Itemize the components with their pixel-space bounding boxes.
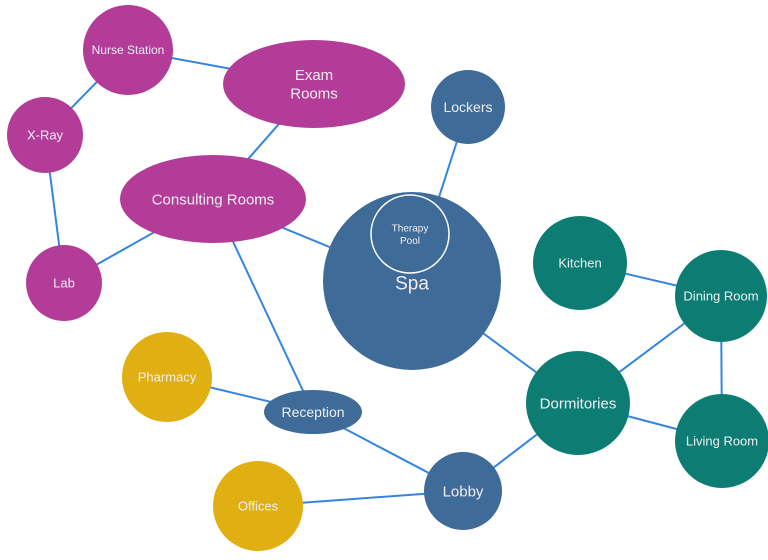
node-spa-label: Spa [395,274,429,295]
node-kitchen-shape[interactable] [533,216,627,310]
node-lockers-shape[interactable] [431,70,505,144]
node-x-ray-shape[interactable] [7,97,83,173]
node-nurse-station[interactable]: Nurse Station [83,5,173,95]
node-reception-label: Reception [281,404,344,420]
node-nurse-station-label: Nurse Station [92,43,165,57]
node-nurse-station-shape[interactable] [83,5,173,95]
node-offices-label: Offices [238,499,279,514]
node-consulting-rooms-label: Consulting Rooms [152,191,275,208]
node-kitchen[interactable]: Kitchen [533,216,627,310]
node-therapy-pool-shape[interactable] [370,194,450,274]
node-kitchen-label: Kitchen [558,256,601,271]
node-consulting-rooms[interactable]: Consulting Rooms [120,155,306,243]
node-living-room[interactable]: Living Room [675,394,768,488]
node-offices-shape[interactable] [213,461,303,551]
node-lobby-label: Lobby [443,483,484,500]
node-dormitories[interactable]: Dormitories [526,351,630,455]
node-offices[interactable]: Offices [213,461,303,551]
node-pharmacy-shape[interactable] [122,332,212,422]
node-lab[interactable]: Lab [26,245,102,321]
node-dining-room-label: Dining Room [683,289,758,304]
node-lab-shape[interactable] [26,245,102,321]
node-pharmacy[interactable]: Pharmacy [122,332,212,422]
node-x-ray[interactable]: X-Ray [7,97,83,173]
node-dormitories-label: Dormitories [540,395,617,412]
node-lockers[interactable]: Lockers [431,70,505,144]
node-dining-room[interactable]: Dining Room [675,250,767,342]
node-living-room-label: Living Room [686,434,758,449]
node-dormitories-shape[interactable] [526,351,630,455]
node-x-ray-label: X-Ray [27,128,64,143]
node-spa-shape[interactable] [323,192,501,370]
node-reception[interactable]: Reception [264,390,362,434]
node-reception-shape[interactable] [264,390,362,434]
node-lobby-shape[interactable] [424,452,502,530]
node-living-room-shape[interactable] [675,394,768,488]
node-dining-room-shape[interactable] [675,250,767,342]
node-exam-rooms-shape[interactable] [223,40,405,128]
node-pharmacy-label: Pharmacy [138,370,197,385]
node-lobby[interactable]: Lobby [424,452,502,530]
node-spa[interactable]: Spa [323,192,501,370]
node-consulting-rooms-shape[interactable] [120,155,306,243]
node-lab-label: Lab [53,276,75,291]
node-lockers-label: Lockers [443,99,492,115]
